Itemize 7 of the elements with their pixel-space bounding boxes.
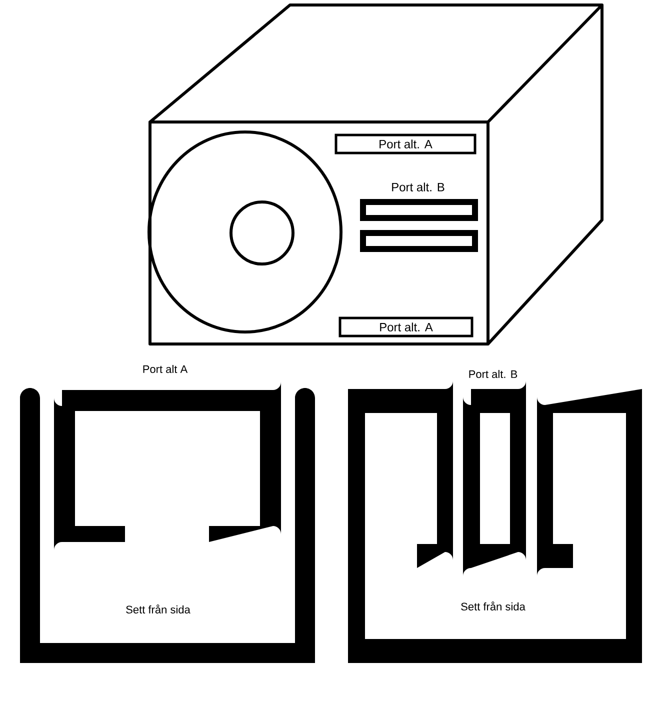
caption-text: Sett från sida xyxy=(461,602,526,610)
port-label: Port alt. B xyxy=(469,370,518,378)
port-label: Port alt. B xyxy=(392,182,444,192)
port-box: Port alt. A xyxy=(334,134,476,154)
port-box: Port alt. A xyxy=(338,316,474,338)
port-label: Port alt A xyxy=(143,364,188,374)
caption-text: Sett från sida xyxy=(126,604,190,614)
